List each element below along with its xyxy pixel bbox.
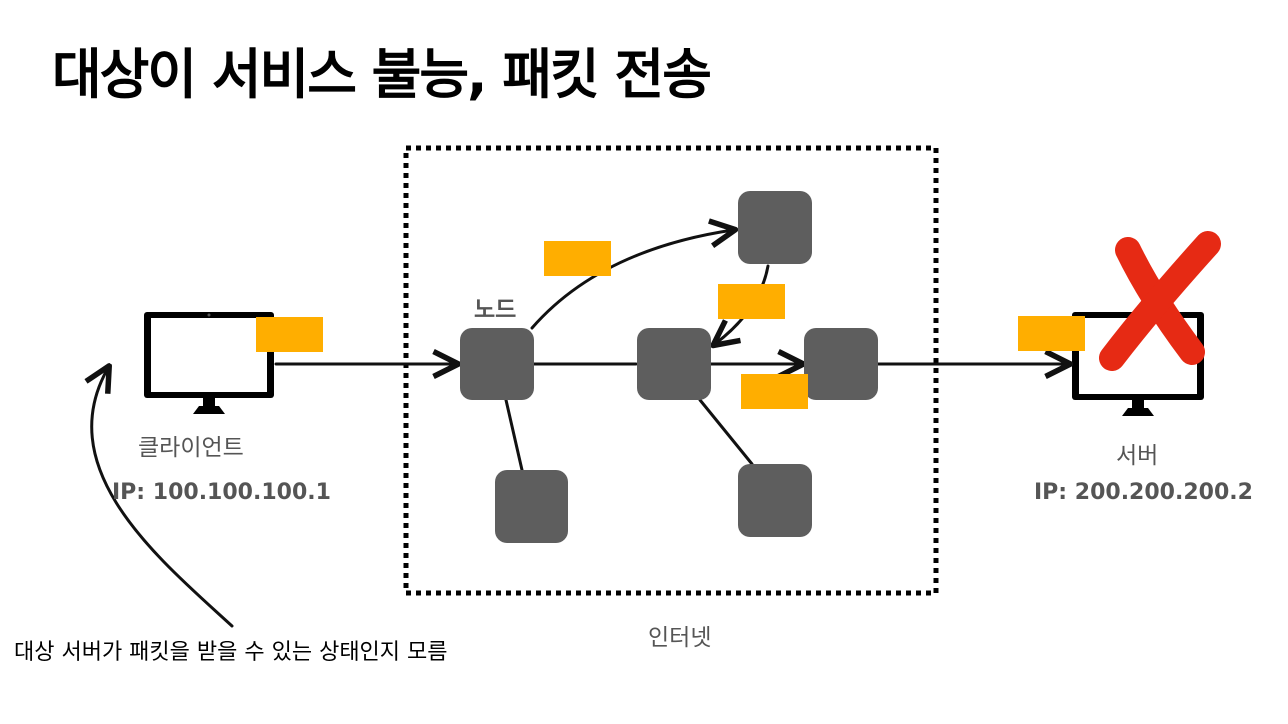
router-node-top bbox=[738, 191, 812, 264]
unavailable-cross-icon bbox=[1099, 231, 1221, 371]
page-title: 대상이 서비스 불능, 패킷 전송 bbox=[52, 43, 712, 106]
note-text: 대상 서버가 패킷을 받을 수 있는 상태인지 모름 bbox=[14, 640, 448, 665]
router-node-entry bbox=[460, 328, 534, 400]
packet-top bbox=[544, 241, 611, 276]
router-node-center bbox=[637, 328, 711, 400]
internet-label: 인터넷 bbox=[648, 625, 712, 651]
client-computer-icon bbox=[144, 312, 274, 414]
link-center-bottom bbox=[698, 398, 754, 466]
packet-client bbox=[256, 317, 323, 352]
packet-mid bbox=[718, 284, 785, 319]
packet-server bbox=[1018, 316, 1085, 351]
client-label: 클라이언트 bbox=[138, 435, 244, 461]
packet-center bbox=[741, 374, 808, 409]
internet-boundary bbox=[403, 145, 939, 596]
server-label: 서버 bbox=[1116, 443, 1159, 469]
server-ip: IP: 200.200.200.2 bbox=[1034, 480, 1253, 505]
link-node-top bbox=[530, 230, 733, 330]
router-node-bottom-right bbox=[738, 464, 812, 537]
node-label: 노드 bbox=[474, 297, 517, 323]
client-ip: IP: 100.100.100.1 bbox=[112, 480, 331, 505]
router-node-right bbox=[804, 328, 878, 400]
note-pointer-arrow bbox=[92, 368, 234, 628]
router-node-bottom-left bbox=[495, 470, 568, 543]
link-node-bottom bbox=[504, 398, 524, 472]
